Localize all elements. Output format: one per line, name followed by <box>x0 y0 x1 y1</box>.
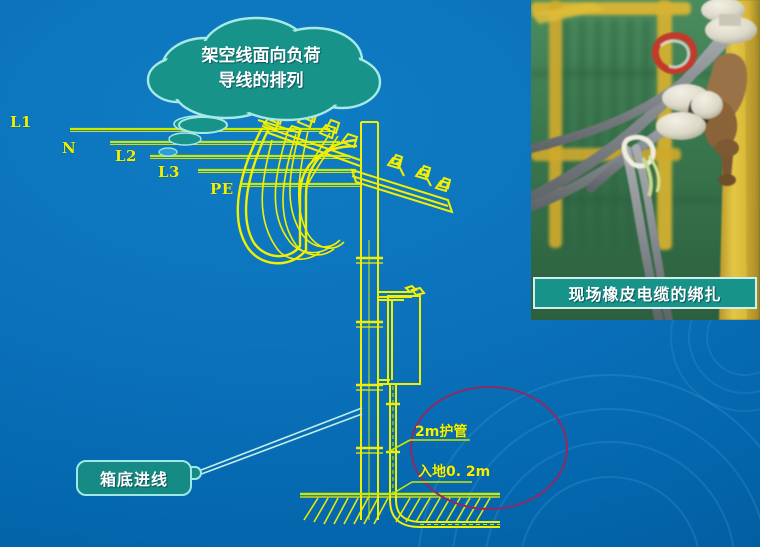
phase-label-l3: L3 <box>158 163 180 181</box>
distribution-box <box>379 284 426 385</box>
cross-arm-insulators-right <box>386 153 452 193</box>
pole-head-insulators <box>257 107 361 167</box>
phase-label-l2: L2 <box>115 147 137 165</box>
drip-loop-downlead <box>236 127 358 265</box>
box-callout-label: 箱底进线 <box>99 470 168 489</box>
phase-label-l1: L1 <box>10 113 32 131</box>
phase-label-pe: PE <box>210 180 234 198</box>
riser-conduit <box>386 384 400 500</box>
ground-hatching <box>303 497 491 525</box>
phase-label-n: N <box>62 139 77 157</box>
ground-level <box>300 492 500 525</box>
photo-caption: 现场橡皮电缆的绑扎 <box>533 277 757 309</box>
box-callout: 箱底进线 <box>76 460 192 496</box>
note-protective-pipe: 2m护管 <box>415 424 468 440</box>
photo-caption-text: 现场橡皮电缆的绑扎 <box>568 285 722 304</box>
dimension-leaders <box>387 439 472 495</box>
callout-leader-line <box>195 407 363 477</box>
note-buried-depth: 入地0. 2m <box>418 464 491 480</box>
box-callout-tail <box>190 466 202 480</box>
underground-duct <box>389 499 500 528</box>
site-photo <box>531 0 760 320</box>
cloud-callout: 架空线面向负荷 导线的排列 <box>136 8 386 148</box>
highlight-ellipse <box>410 386 568 510</box>
cross-arm-right <box>350 153 454 214</box>
